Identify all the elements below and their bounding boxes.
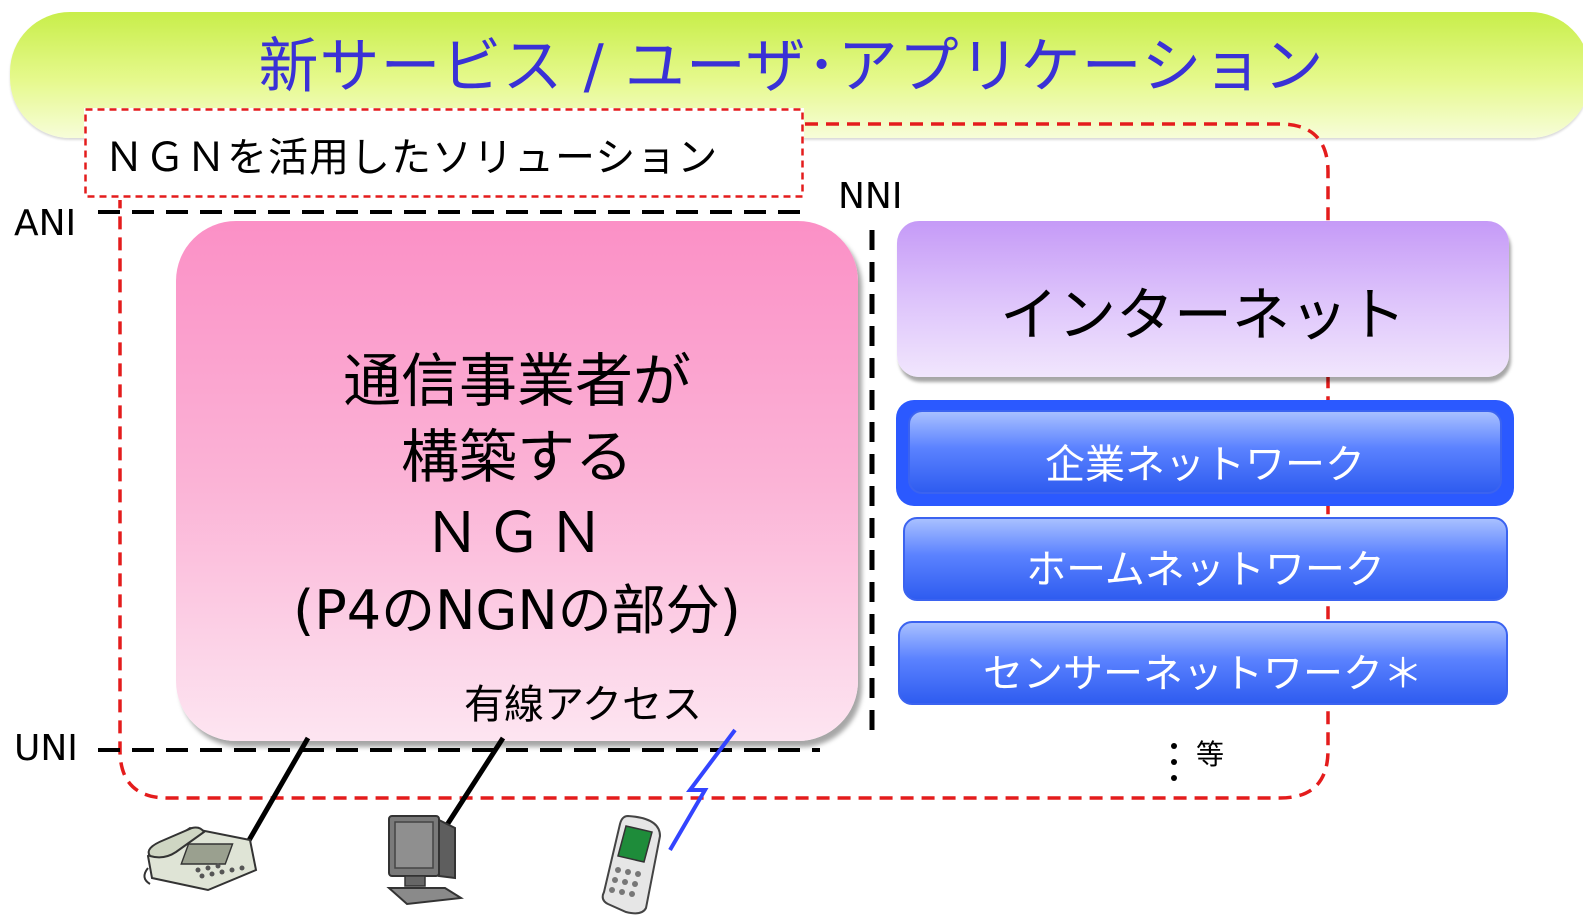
etc-label: 等 bbox=[1196, 738, 1225, 771]
solution-label: ＮＧＮを活用したソリューション bbox=[104, 135, 719, 181]
computer-icon bbox=[386, 815, 464, 906]
ellipsis-dots bbox=[1171, 743, 1177, 781]
sensor-network-label: センサーネットワーク＊ bbox=[983, 651, 1423, 697]
home-network-label: ホームネットワーク bbox=[1026, 547, 1385, 593]
ngn-line-2: 構築する bbox=[400, 423, 633, 491]
ani-label: ANI bbox=[14, 203, 77, 244]
internet-box bbox=[897, 221, 1509, 377]
home-network-box: ホームネットワーク bbox=[903, 517, 1508, 601]
internet-label: インターネット bbox=[999, 281, 1406, 349]
corporate-network-box: 企業ネットワーク bbox=[908, 410, 1502, 494]
mobile-phone-icon bbox=[601, 814, 662, 915]
ngn-line-4: (P4のNGNの部分) bbox=[293, 579, 741, 642]
solution-label-box bbox=[84, 108, 804, 198]
wired-access-label: 有線アクセス bbox=[464, 682, 702, 728]
ngn-box bbox=[176, 221, 858, 741]
corporate-network-label: 企業ネットワーク bbox=[1045, 442, 1365, 488]
ngn-line-1: 通信事業者が bbox=[342, 347, 691, 415]
telephone-icon bbox=[143, 826, 258, 892]
sensor-network-box: センサーネットワーク＊ bbox=[898, 621, 1508, 705]
nni-label: NNI bbox=[838, 176, 903, 217]
uni-label: UNI bbox=[14, 728, 78, 769]
ngn-line-3: ＮＧＮ bbox=[424, 501, 610, 566]
banner-title: 新サービス / ユーザ･アプリケーション bbox=[258, 32, 1325, 102]
